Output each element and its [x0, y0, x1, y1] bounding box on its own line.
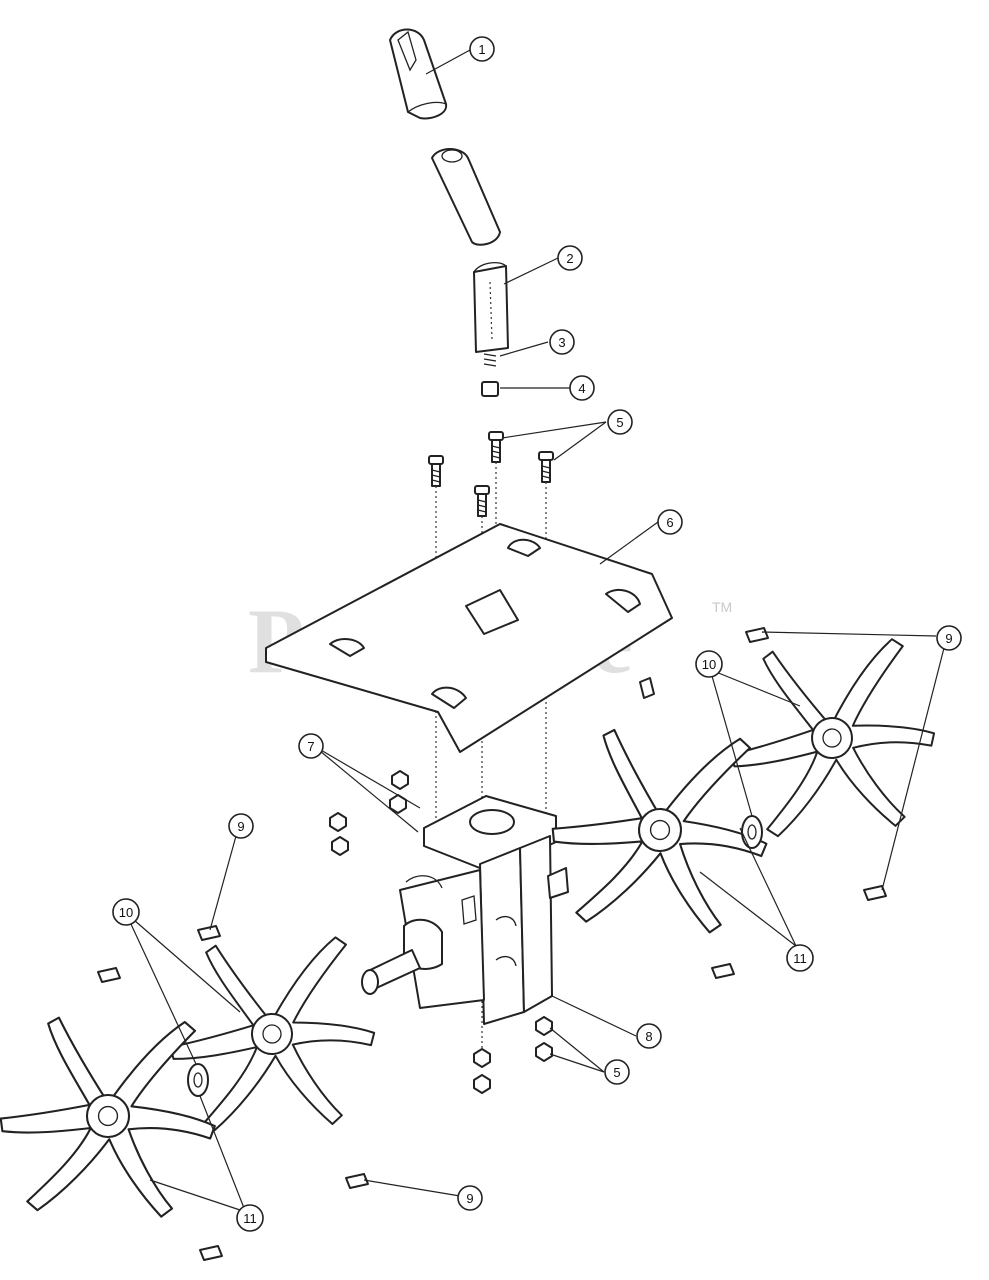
part-nut-6	[535, 1042, 553, 1062]
callout-10-left: 10	[112, 898, 140, 926]
part-bolt-2	[474, 485, 490, 517]
part-tine-right-inner	[545, 725, 775, 937]
svg-text:3: 3	[558, 335, 565, 350]
callout-1: 1	[469, 36, 495, 62]
part-nut-3	[329, 812, 347, 832]
svg-text:4: 4	[578, 381, 585, 396]
callout-11-left: 11	[236, 1204, 264, 1232]
part-gearbox	[361, 795, 569, 1025]
part-washer-left	[187, 1063, 209, 1097]
svg-text:9: 9	[237, 819, 244, 834]
part-clip-7	[199, 1245, 223, 1261]
part-clip-5	[97, 967, 121, 983]
svg-text:1: 1	[478, 42, 485, 57]
svg-text:5: 5	[616, 415, 623, 430]
svg-text:10: 10	[702, 657, 716, 672]
svg-text:5: 5	[613, 1065, 620, 1080]
svg-text:7: 7	[307, 739, 314, 754]
svg-text:9: 9	[466, 1191, 473, 1206]
callout-5-top: 5	[607, 409, 633, 435]
watermark-trademark: TM	[712, 599, 732, 615]
part-handle-tube	[431, 148, 501, 246]
svg-text:8: 8	[645, 1029, 652, 1044]
leader-lines	[129, 49, 945, 1211]
part-shaft	[473, 261, 509, 353]
part-clip-3	[711, 963, 735, 979]
callout-3: 3	[549, 329, 575, 355]
callout-9-left: 9	[228, 813, 254, 839]
part-nut-8	[473, 1074, 491, 1094]
svg-text:11: 11	[243, 1211, 257, 1226]
callout-2: 2	[557, 245, 583, 271]
svg-text:2: 2	[566, 251, 573, 266]
svg-text:10: 10	[119, 905, 133, 920]
callout-11-right: 11	[786, 944, 814, 972]
part-tine-right-outer	[719, 634, 945, 844]
part-bolt-1	[428, 455, 444, 487]
svg-text:9: 9	[945, 631, 952, 646]
part-washer-right	[741, 815, 763, 849]
part-nut-7	[473, 1048, 491, 1068]
callout-7: 7	[298, 733, 324, 759]
part-clip-6	[345, 1173, 369, 1189]
part-bolt-3	[488, 431, 504, 463]
callout-9-right: 9	[936, 625, 962, 651]
part-mounting-plate	[265, 523, 673, 753]
svg-text:11: 11	[793, 951, 807, 966]
part-block	[481, 381, 499, 397]
part-nut-5	[535, 1016, 553, 1036]
callout-6: 6	[657, 509, 683, 535]
callout-9-bottom: 9	[457, 1185, 483, 1211]
part-nut-4	[331, 836, 349, 856]
svg-text:6: 6	[666, 515, 673, 530]
part-bolt-4	[538, 451, 554, 483]
callout-5-bottom: 5	[604, 1059, 630, 1085]
callout-10-right: 10	[695, 650, 723, 678]
part-clip-1	[745, 627, 769, 643]
part-clip-4	[197, 925, 221, 941]
part-handle-grip	[389, 28, 448, 120]
part-tine-left-inner	[162, 934, 382, 1136]
callout-4: 4	[569, 375, 595, 401]
callout-8: 8	[636, 1023, 662, 1049]
part-spring	[483, 353, 497, 367]
part-nut-1	[391, 770, 409, 790]
